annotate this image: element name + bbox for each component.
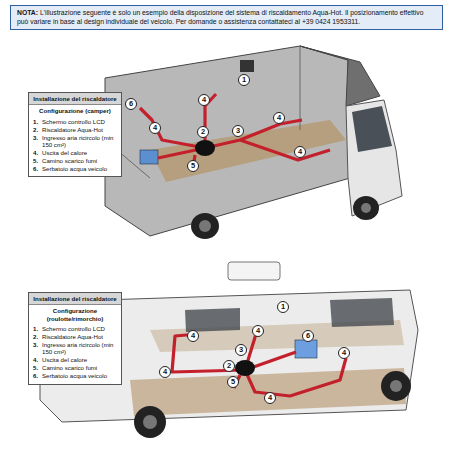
item-number: 5. xyxy=(33,364,42,371)
item-text: Serbatoio acqua veicolo xyxy=(42,165,117,172)
callout-number: 4 xyxy=(294,146,306,158)
item-text: Riscaldatore Aqua-Hot xyxy=(42,333,117,340)
callout-number: 4 xyxy=(264,392,276,404)
callout-number: 4 xyxy=(159,366,171,378)
callout-number: 1 xyxy=(277,301,289,313)
callout-number: 4 xyxy=(187,330,199,342)
callout-text: 3 xyxy=(236,126,240,135)
item-list: 1.Schermo controllo LCD2.Riscaldatore Aq… xyxy=(29,118,121,176)
callout-text: 4 xyxy=(153,123,157,132)
callout-number: 4 xyxy=(273,112,285,124)
callout-text: 4 xyxy=(342,348,346,357)
callout-number: 4 xyxy=(198,94,210,106)
callout-number: 5 xyxy=(227,376,239,388)
callout-text: 6 xyxy=(306,331,310,340)
camper-illustration xyxy=(105,46,402,239)
callout-text: 3 xyxy=(239,345,243,354)
callout-number: 6 xyxy=(302,330,314,342)
item-number: 2. xyxy=(33,126,42,133)
item-text: Uscita del calore xyxy=(42,149,117,156)
item-number: 3. xyxy=(33,341,42,356)
callout-number: 3 xyxy=(235,344,247,356)
callout-number: 2 xyxy=(223,360,235,372)
item-text: Ingresso aria ricircolo (min 150 cm²) xyxy=(42,134,117,149)
callout-number: 4 xyxy=(338,347,350,359)
callout-text: 4 xyxy=(268,393,272,402)
item-list: 1.Schermo controllo LCD2.Riscaldatore Aq… xyxy=(29,325,121,383)
note-box: NOTA: L'illustrazione seguente è solo un… xyxy=(10,5,443,30)
callout-text: 2 xyxy=(201,127,205,136)
callout-number: 2 xyxy=(197,126,209,138)
item-text: Serbatoio acqua veicolo xyxy=(42,372,117,379)
callout-text: 5 xyxy=(231,377,235,386)
callout-number: 1 xyxy=(238,74,250,86)
panel-heading: Installazione del riscaldatore xyxy=(29,293,121,305)
item-text: Riscaldatore Aqua-Hot xyxy=(42,126,117,133)
panel-subheading: Configurazione (roulotte/rimorchio) xyxy=(29,305,121,325)
callout-text: 5 xyxy=(191,161,195,170)
item-text: Camino scarico fumi xyxy=(42,157,117,164)
item-text: Schermo controllo LCD xyxy=(42,325,117,332)
callout-text: 4 xyxy=(256,326,260,335)
item-number: 5. xyxy=(33,157,42,164)
item-number: 1. xyxy=(33,325,42,332)
item-text: Ingresso aria ricircolo (min 150 cm²) xyxy=(42,341,117,356)
callout-text: 4 xyxy=(202,95,206,104)
callout-text: 6 xyxy=(129,99,133,108)
callout-text: 2 xyxy=(227,361,231,370)
callout-text: 1 xyxy=(242,75,246,84)
callout-number: 6 xyxy=(125,98,137,110)
legend-panel: Installazione del riscaldatoreConfiguraz… xyxy=(28,92,122,177)
callout-number: 3 xyxy=(232,125,244,137)
item-number: 4. xyxy=(33,356,42,363)
note-text: L'illustrazione seguente è solo un esemp… xyxy=(17,9,423,25)
item-number: 2. xyxy=(33,333,42,340)
item-text: Camino scarico fumi xyxy=(42,364,117,371)
callout-text: 4 xyxy=(191,331,195,340)
item-text: Uscita del calore xyxy=(42,356,117,363)
item-number: 1. xyxy=(33,118,42,125)
callout-number: 4 xyxy=(149,122,161,134)
legend-panel: Installazione del riscaldatoreConfiguraz… xyxy=(28,292,122,385)
item-number: 3. xyxy=(33,134,42,149)
note-heading: NOTA: xyxy=(17,9,38,16)
callout-text: 4 xyxy=(163,367,167,376)
callout-number: 5 xyxy=(187,160,199,172)
panel-subheading: Configurazione (camper) xyxy=(29,105,121,117)
panel-heading: Installazione del riscaldatore xyxy=(29,93,121,105)
callout-text: 1 xyxy=(281,302,285,311)
callout-text: 4 xyxy=(277,113,281,122)
callout-text: 4 xyxy=(298,147,302,156)
item-number: 4. xyxy=(33,149,42,156)
item-number: 6. xyxy=(33,372,42,379)
item-text: Schermo controllo LCD xyxy=(42,118,117,125)
callout-number: 4 xyxy=(252,325,264,337)
item-number: 6. xyxy=(33,165,42,172)
note-paragraph: NOTA: L'illustrazione seguente è solo un… xyxy=(17,9,436,26)
